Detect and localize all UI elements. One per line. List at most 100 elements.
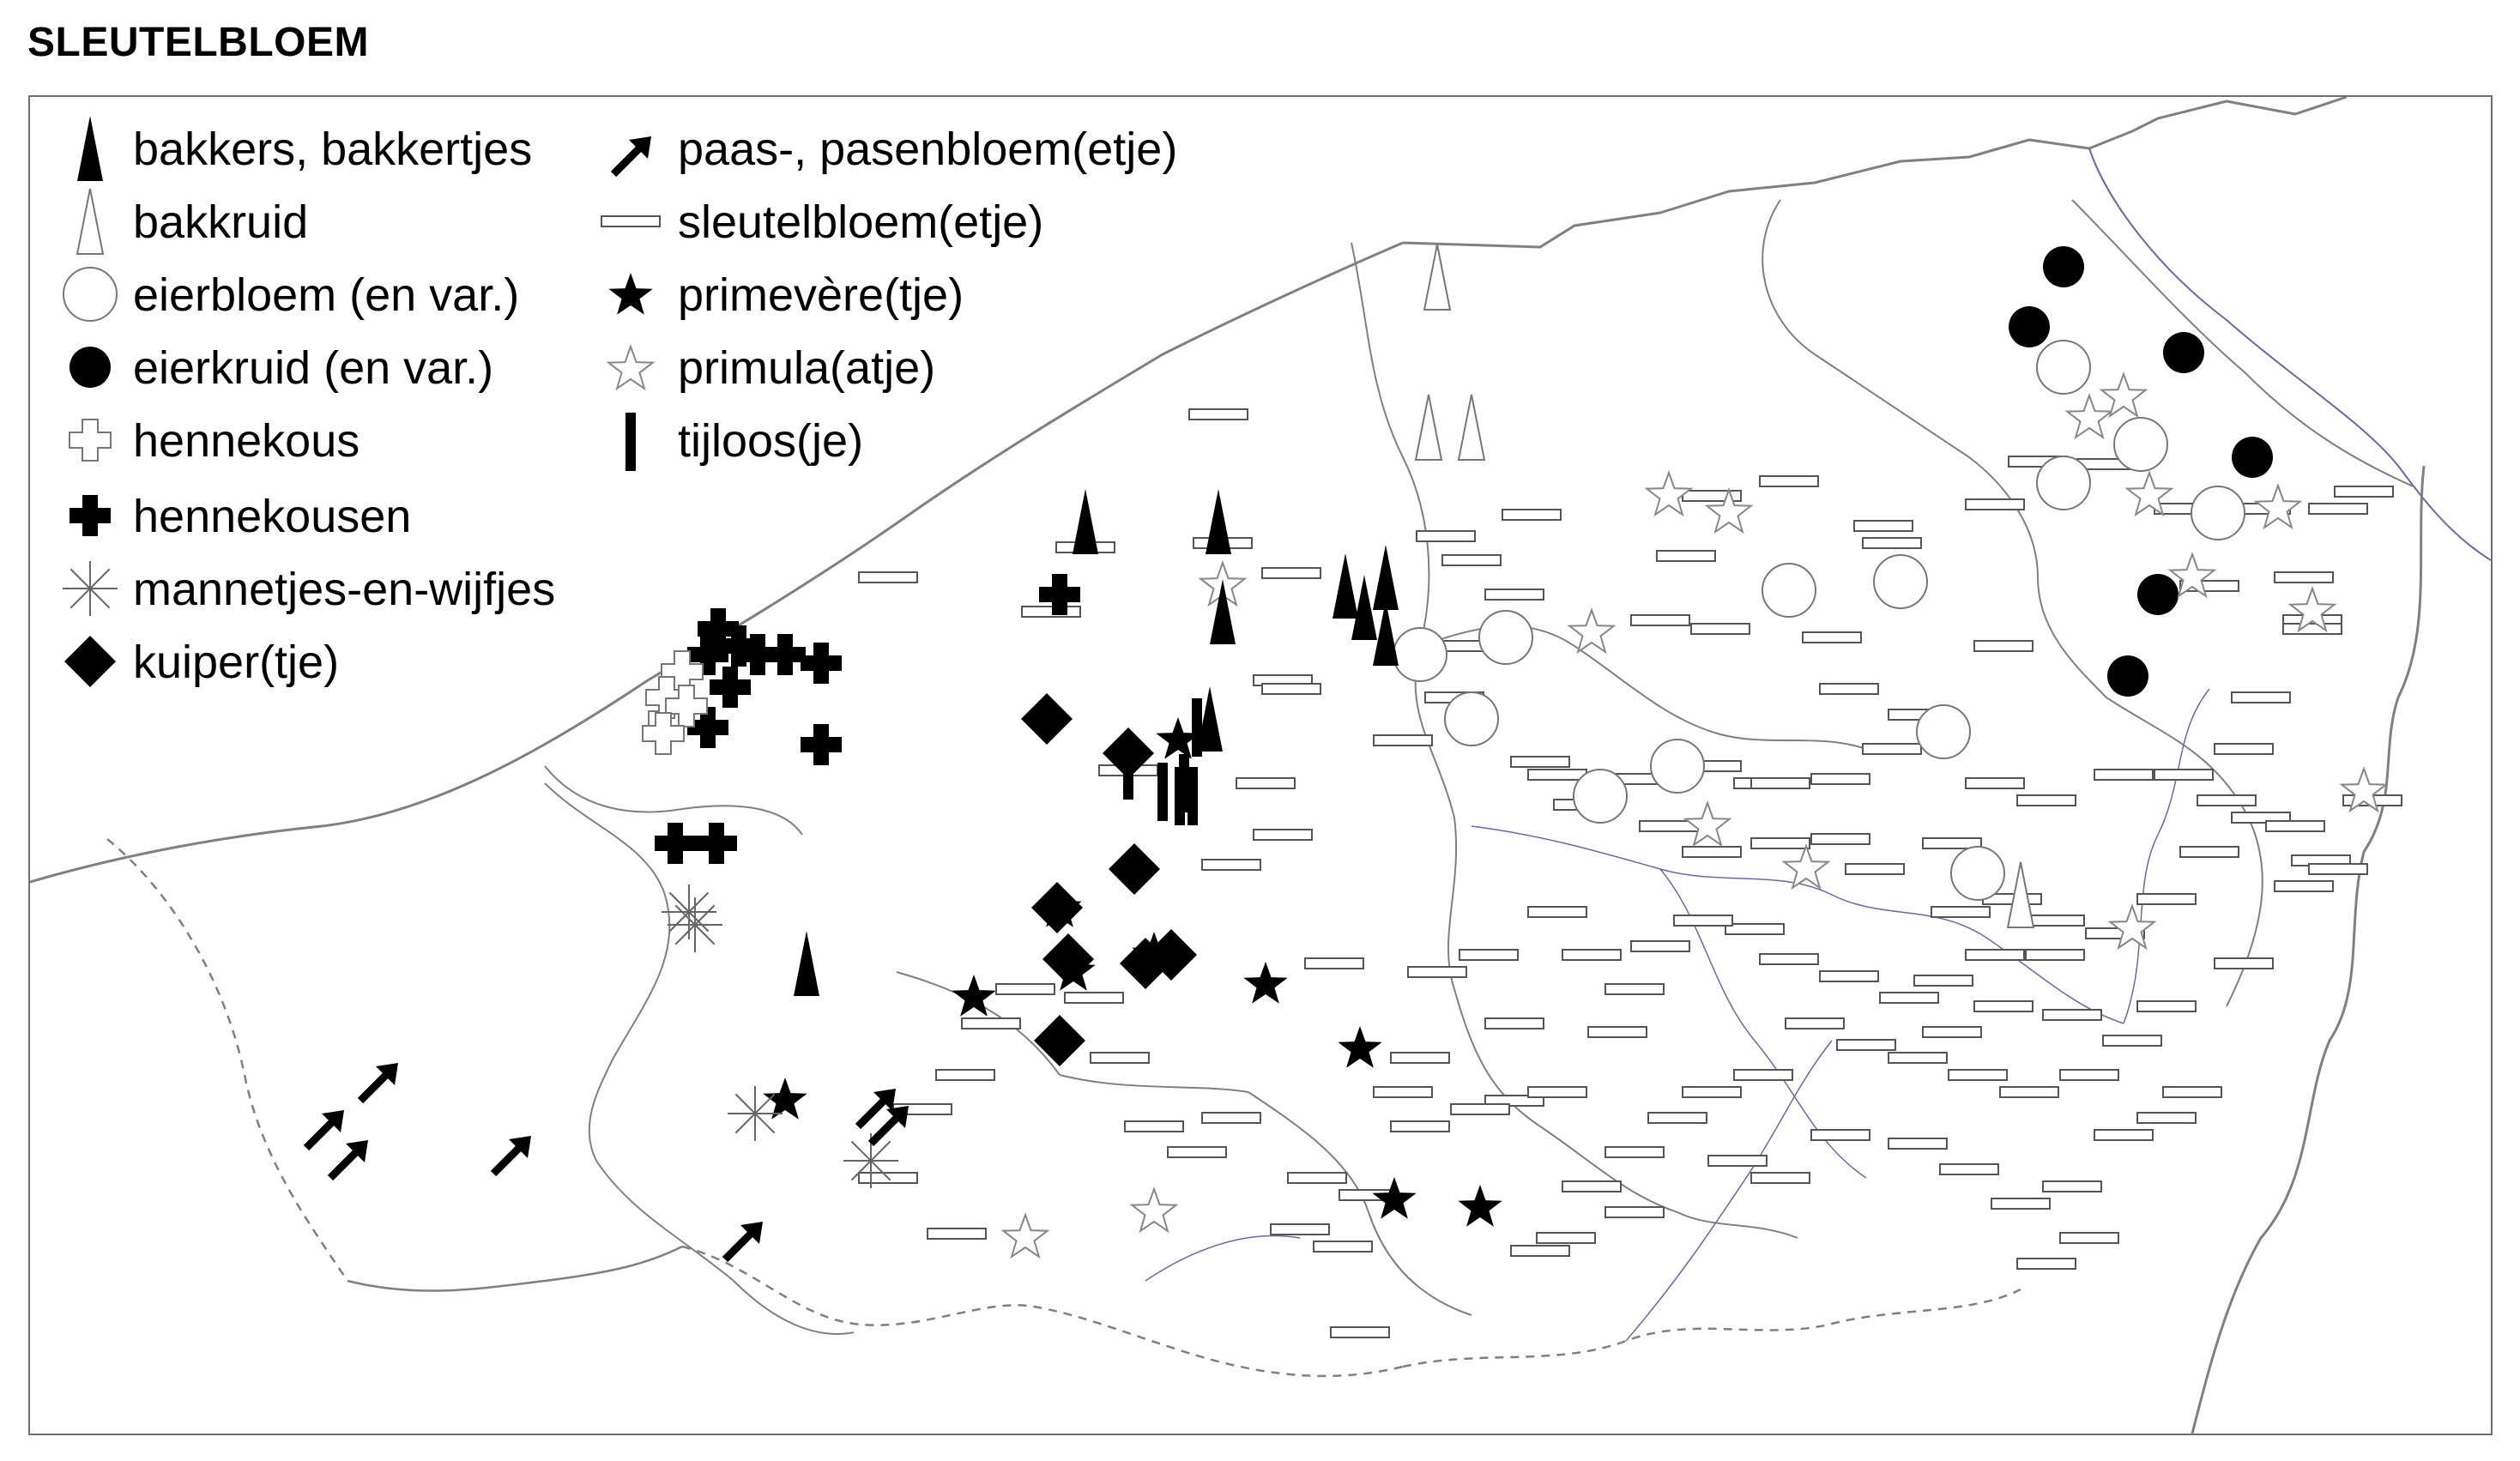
white-rectangle-marker <box>2334 486 2394 498</box>
white-rectangle-marker <box>1862 743 1922 755</box>
black-star-marker <box>1156 717 1200 759</box>
white-rectangle-marker <box>1759 953 1819 965</box>
white-rectangle-marker <box>1725 923 1785 935</box>
white-rectangle-marker <box>1707 1155 1768 1167</box>
white-rectangle-marker <box>1810 773 1870 785</box>
white-rectangle-marker <box>1502 509 1562 521</box>
white-rectangle-marker <box>1450 1103 1510 1115</box>
white-rectangle-marker <box>1510 756 1570 768</box>
black-star-marker <box>1338 1026 1382 1068</box>
white-circle-marker <box>1950 846 2005 901</box>
white-star-marker <box>2253 483 2303 530</box>
white-rectangle-marker <box>2059 1232 2119 1244</box>
white-rectangle-marker <box>1167 1146 1227 1158</box>
black-triangle-marker <box>1206 489 1231 554</box>
black-cross-marker <box>710 667 751 708</box>
white-rectangle-marker <box>1459 949 1519 961</box>
boundary-line <box>2191 465 2426 1434</box>
arrow-marker <box>867 1106 909 1147</box>
asterisk-icon <box>63 561 118 616</box>
white-rectangle-marker <box>1562 949 1622 961</box>
white-rectangle-marker <box>1188 408 1248 420</box>
white-rectangle-marker <box>2042 1180 2102 1192</box>
white-rectangle-marker <box>2136 1112 2197 1124</box>
white-star-marker <box>1781 843 1831 890</box>
legend-item-mannetjes-en-wijfjes: mannetjes-en-wijfjes <box>63 561 555 616</box>
legend-label: eierbloem (en var.) <box>133 269 519 321</box>
white-rectangle-marker <box>935 1069 995 1081</box>
black-star-marker <box>1458 1185 1502 1227</box>
black-bar-icon <box>625 413 636 471</box>
black-cross-marker <box>687 634 728 675</box>
black-cross-marker <box>801 724 842 765</box>
black-triangle-marker <box>1073 489 1098 554</box>
white-rectangle-marker <box>1810 833 1870 845</box>
boundary-line <box>347 1245 683 1292</box>
white-rectangle-marker <box>1819 683 1879 695</box>
white-rectangle-marker <box>1931 906 1991 918</box>
white-triangle-marker <box>1414 394 1443 461</box>
white-rectangle-marker <box>1802 631 1862 643</box>
white-rectangle-marker <box>1673 915 1733 927</box>
white-rectangle-marker <box>1630 940 1690 952</box>
legend-label: primevère(tje) <box>678 269 964 321</box>
legend-label: mannetjes-en-wijfjes <box>133 564 555 615</box>
white-rectangle-marker <box>1750 777 1810 789</box>
white-rectangle-marker <box>1604 1206 1665 1218</box>
white-rectangle-marker <box>1750 837 1810 849</box>
black-cross-marker <box>1039 574 1080 615</box>
black-diamond-marker <box>1031 882 1083 933</box>
white-rectangle-marker <box>1682 1086 1742 1098</box>
white-rectangle-marker <box>1201 859 1261 871</box>
white-rectangle-marker <box>1836 1039 1896 1051</box>
white-rectangle-icon <box>601 215 661 227</box>
white-rectangle-marker <box>1845 863 1905 875</box>
black-star-marker <box>1243 962 1288 1004</box>
white-rectangle-marker <box>2016 794 2076 806</box>
black-star-marker <box>952 975 996 1017</box>
black-cross-marker <box>696 823 737 864</box>
white-circle-marker <box>1650 739 1705 794</box>
white-rectangle-marker <box>1973 1000 2034 1012</box>
white-rectangle-marker <box>1587 1026 1647 1038</box>
legend-item-primevere: primevère(tje) <box>608 269 964 321</box>
white-rectangle-marker <box>1991 1198 2051 1210</box>
white-cross-marker <box>665 685 708 727</box>
white-rectangle-marker <box>1819 970 1879 982</box>
boundary-line <box>2071 199 2416 488</box>
white-rectangle-marker <box>1390 1052 1450 1064</box>
legend-item-hennekousen: hennekousen <box>69 491 411 542</box>
white-rectangle-marker <box>1810 1129 1870 1141</box>
white-rectangle-marker <box>1373 734 1433 746</box>
black-star-icon <box>608 273 653 315</box>
white-star-marker <box>1644 470 1694 517</box>
white-rectangle-marker <box>1287 1172 1347 1184</box>
legend-item-hennekous: hennekous <box>69 415 360 467</box>
white-star-marker <box>2167 552 2217 599</box>
map-boundaries <box>30 97 2491 1434</box>
black-diamond-marker <box>1034 1015 1085 1066</box>
white-circle-marker <box>2191 486 2245 540</box>
boundary-line <box>30 241 1404 884</box>
white-rectangle-marker <box>995 983 1055 995</box>
black-triangle-marker <box>1333 553 1358 619</box>
white-rectangle-marker <box>1527 769 1587 781</box>
white-rectangle-marker <box>2214 957 2274 969</box>
black-diamond-marker <box>1145 929 1197 981</box>
asterisk-marker <box>662 884 716 939</box>
white-rectangle-marker <box>2025 949 2085 961</box>
black-triangle-icon <box>77 116 103 181</box>
white-rectangle-marker <box>1201 1112 1261 1124</box>
white-star-marker <box>2099 371 2148 419</box>
white-circle-marker <box>1762 563 1816 618</box>
boundary-line <box>1248 1091 1472 1316</box>
boundary-line <box>1625 1040 1833 1342</box>
white-rectangle-marker <box>1021 606 1081 618</box>
white-rectangle-marker <box>1682 846 1742 858</box>
white-circle-marker <box>2113 417 2168 472</box>
white-rectangle-marker <box>927 1228 987 1240</box>
white-rectangle-marker <box>1261 683 1321 695</box>
black-triangle-marker <box>794 931 819 996</box>
legend-label: hennekous <box>133 415 360 467</box>
white-rectangle-marker <box>1124 1120 1184 1132</box>
